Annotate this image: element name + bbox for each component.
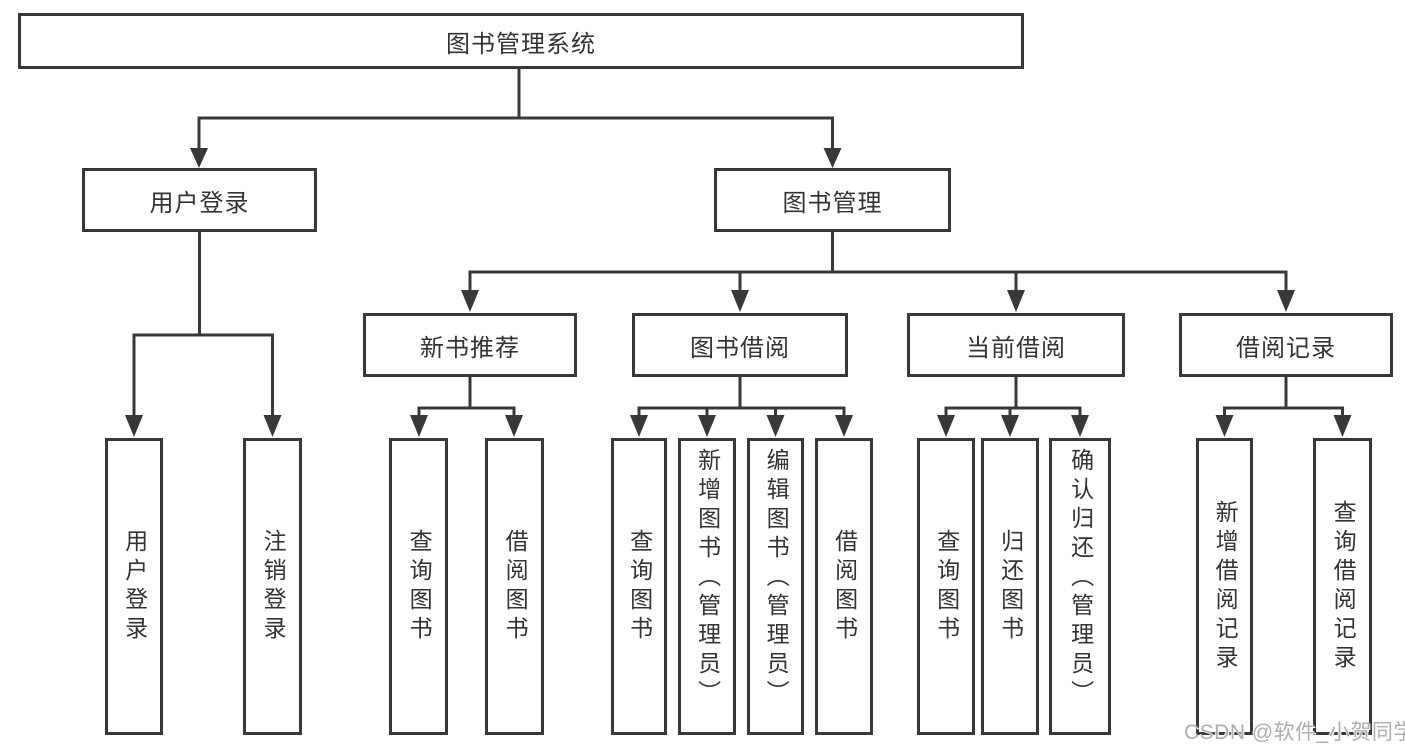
leaf-label: 归还图书	[997, 528, 1024, 645]
leaf-confirm-return-admin: 确认归还（管理员）	[1049, 438, 1111, 735]
tree-branch-lines	[132, 69, 1344, 417]
csdn-watermark: CSDN @软件_小贺同学	[1184, 721, 1405, 744]
node-root-library-management-system: 图书管理系统	[18, 13, 1024, 69]
leaf-add-borrow-record: 新增借阅记录	[1196, 438, 1253, 735]
node-current-borrow: 当前借阅	[907, 313, 1125, 377]
leaf-label: 借阅图书	[502, 528, 529, 645]
leaf-return-book: 归还图书	[981, 438, 1039, 735]
leaf-label: 新增图书（管理员）	[694, 448, 721, 709]
leaf-label: 编辑图书（管理员）	[763, 448, 790, 709]
leaf-logout-login: 注销登录	[243, 438, 302, 735]
leaf-query-book-current: 查询图书	[917, 438, 975, 735]
node-book-management: 图书管理	[714, 168, 951, 232]
leaf-edit-book-admin: 编辑图书（管理员）	[747, 438, 804, 735]
node-label: 用户登录	[149, 189, 250, 217]
leaf-label: 用户登录	[121, 528, 148, 645]
node-borrow-record: 借阅记录	[1179, 313, 1393, 377]
node-book-borrow: 图书借阅	[632, 313, 848, 377]
node-user-login: 用户登录	[82, 168, 317, 232]
arrowhead-icons	[125, 148, 1352, 437]
leaf-label: 确认归还（管理员）	[1067, 448, 1094, 709]
leaf-add-book-admin: 新增图书（管理员）	[678, 438, 736, 735]
leaf-borrow-book: 借阅图书	[815, 438, 873, 735]
leaf-user-login: 用户登录	[105, 438, 163, 735]
leaf-label: 查询图书	[626, 528, 653, 645]
node-label: 借阅记录	[1236, 334, 1336, 362]
node-label: 图书管理	[782, 189, 883, 217]
leaf-label: 注销登录	[260, 528, 287, 645]
node-label: 图书借阅	[690, 334, 790, 362]
leaf-query-book-recommend: 查询图书	[389, 438, 448, 735]
leaf-query-borrow-record: 查询借阅记录	[1313, 438, 1372, 735]
leaf-label: 查询图书	[933, 528, 960, 645]
leaf-query-book-borrow: 查询图书	[611, 438, 667, 735]
leaf-label: 借阅图书	[831, 528, 858, 645]
leaf-label: 新增借阅记录	[1212, 499, 1239, 674]
leaf-borrow-book-recommend: 借阅图书	[485, 438, 544, 735]
node-label: 当前借阅	[966, 334, 1066, 362]
node-label: 图书管理系统	[446, 30, 596, 58]
node-new-book-recommend: 新书推荐	[363, 313, 577, 377]
leaf-label: 查询图书	[406, 528, 433, 645]
node-label: 新书推荐	[420, 334, 520, 362]
leaf-label: 查询借阅记录	[1330, 499, 1357, 674]
